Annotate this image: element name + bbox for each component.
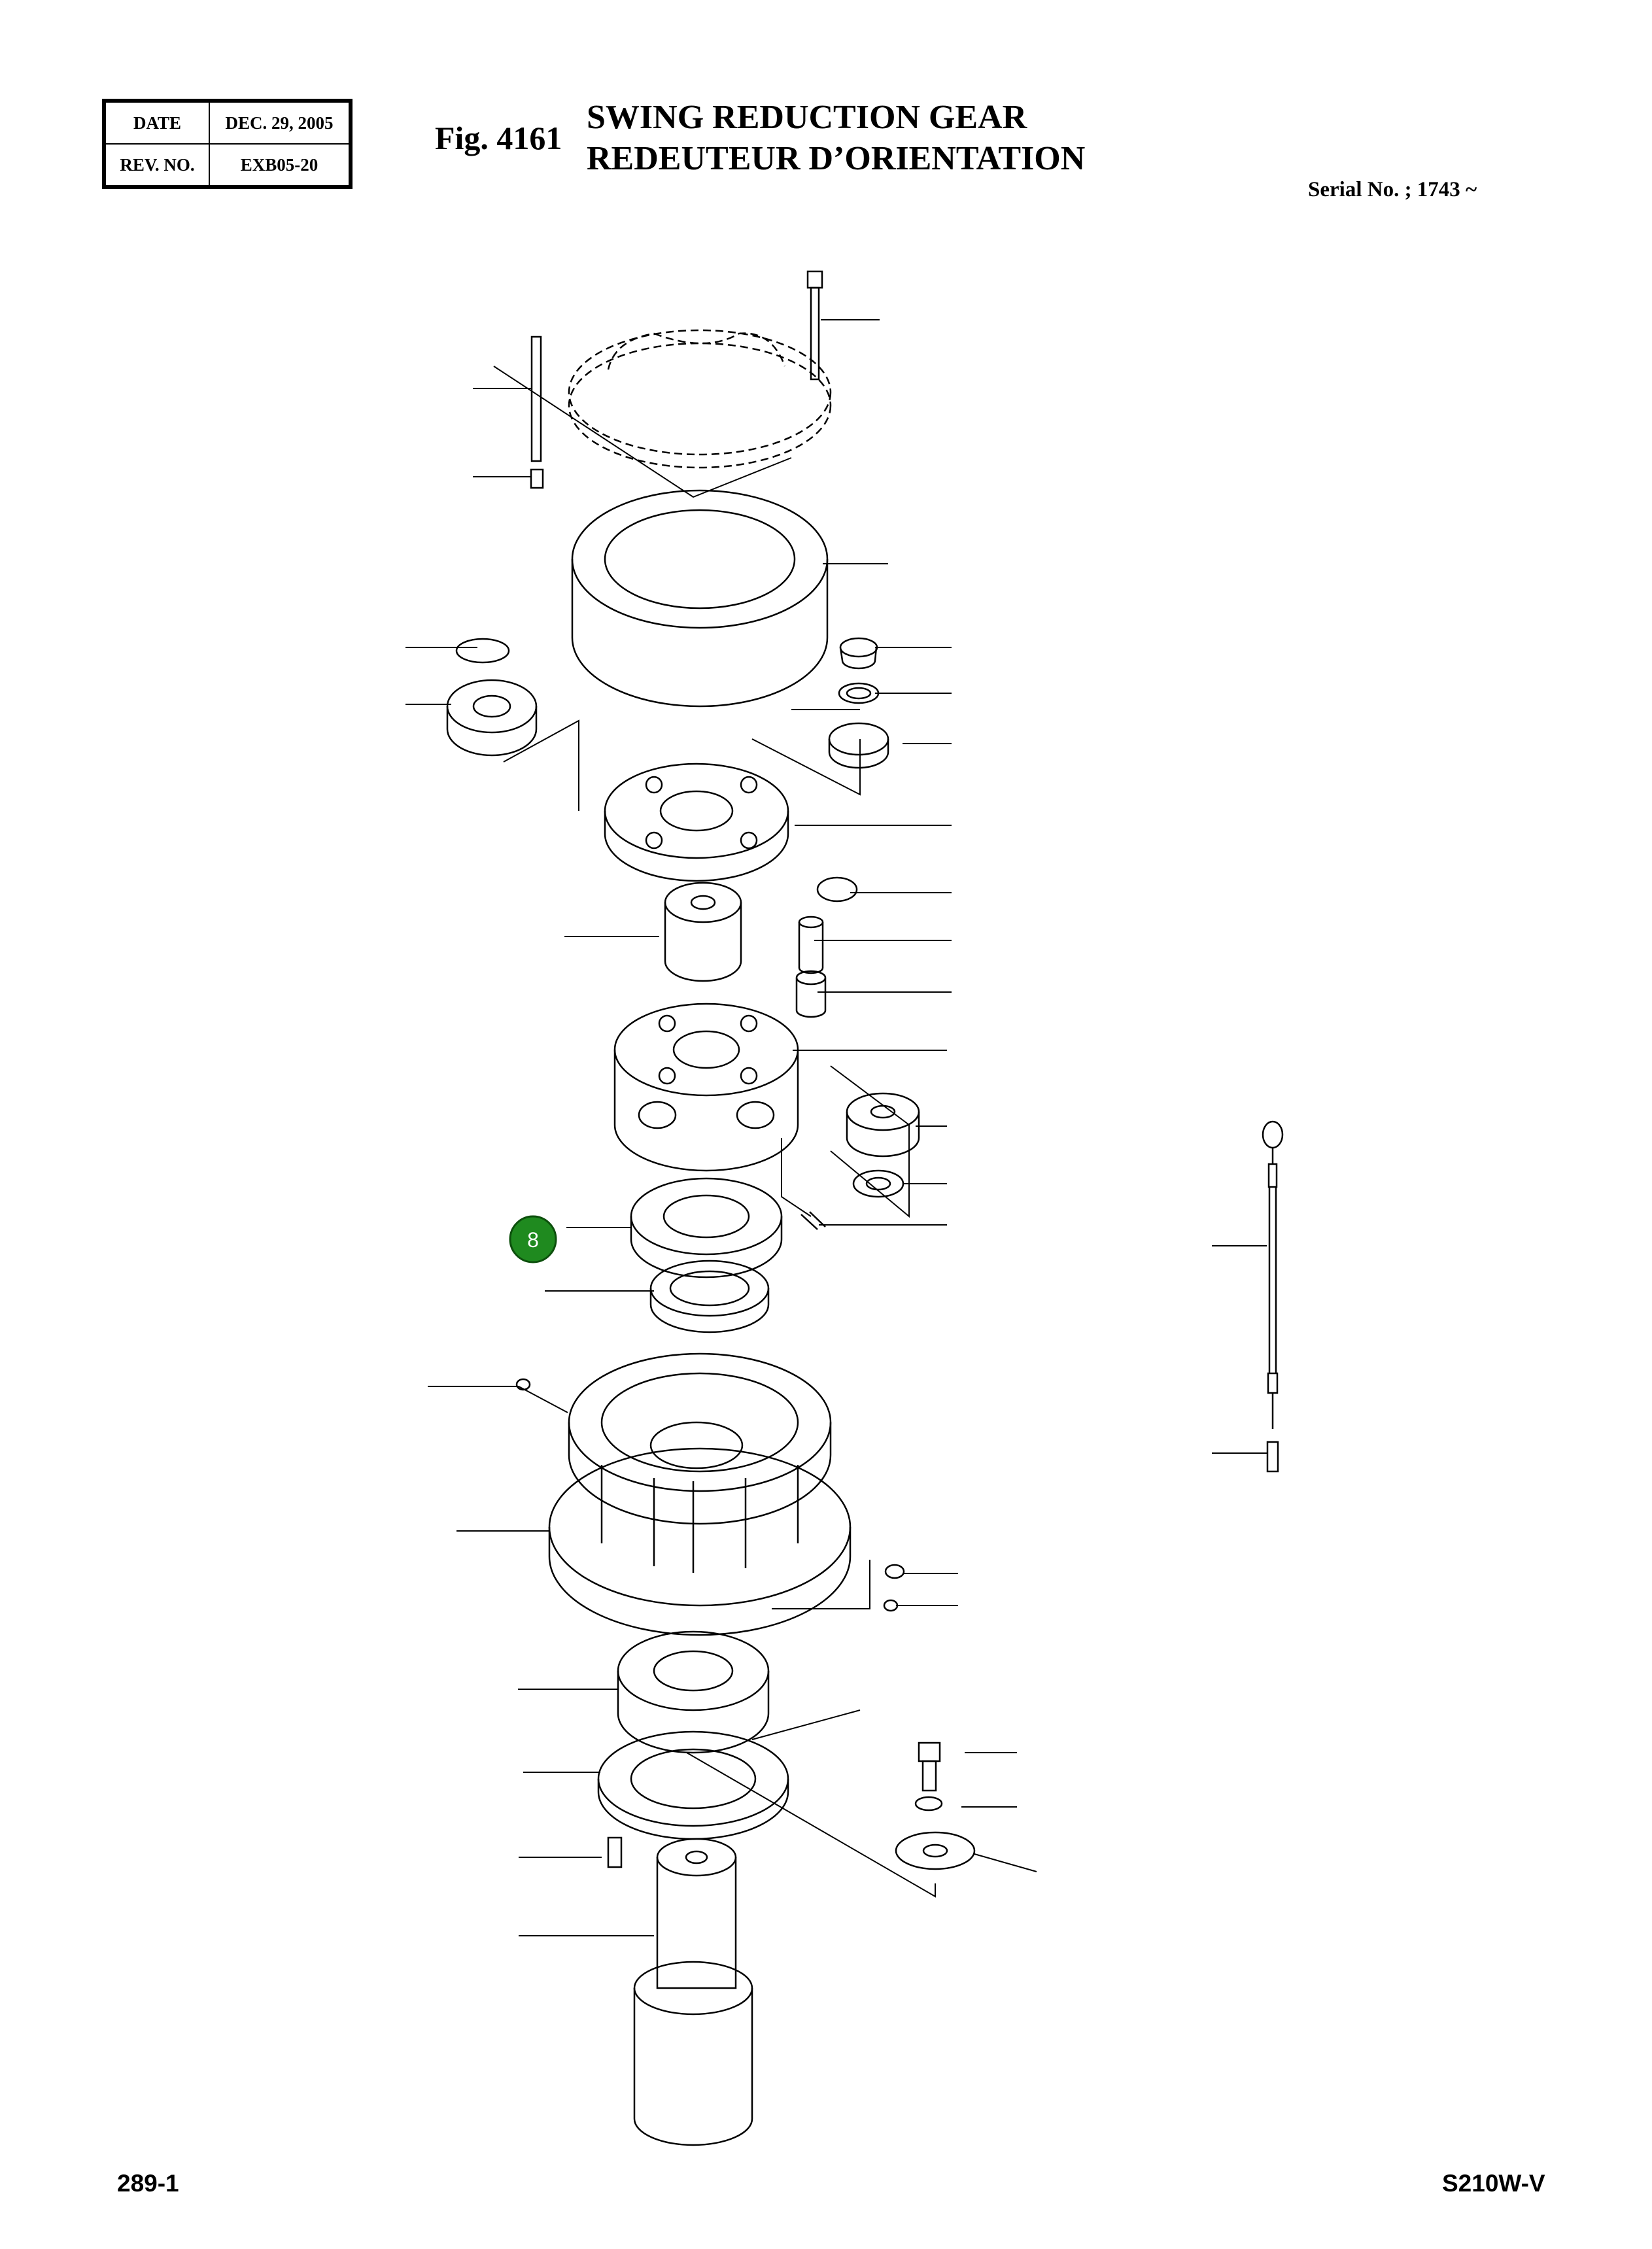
rev-value: EXB05-20 bbox=[209, 143, 350, 186]
cover-plate bbox=[597, 1730, 789, 1840]
housing-plugs bbox=[515, 1378, 905, 1612]
callout-marker[interactable]: 8 bbox=[509, 1215, 557, 1263]
bearing-lower bbox=[617, 1630, 770, 1754]
sun-gear-1 bbox=[664, 882, 742, 982]
date-label: DATE bbox=[105, 101, 210, 145]
serial-number: Serial No. ; 1743 ~ bbox=[1308, 178, 1477, 201]
circlip-pin-bushing bbox=[795, 876, 858, 1018]
figure-number: Fig. 4161 bbox=[435, 120, 562, 156]
title-french: REDEUTEUR D’ORIENTATION bbox=[587, 140, 1086, 177]
date-value: DEC. 29, 2005 bbox=[209, 101, 350, 145]
rev-label: REV. NO. bbox=[105, 143, 210, 186]
motor-flange bbox=[568, 329, 832, 469]
model-name: S210W-V bbox=[1442, 2170, 1545, 2197]
leader-lines bbox=[405, 319, 1267, 1936]
seal bbox=[649, 1260, 770, 1333]
callout-label: 8 bbox=[527, 1228, 539, 1252]
page-number: 289-1 bbox=[117, 2170, 179, 2197]
planet-gear-left bbox=[446, 638, 538, 757]
bearing-upper bbox=[630, 1177, 783, 1279]
top-bolt-and-pins bbox=[530, 270, 823, 489]
revision-info-box: DATE DEC. 29, 2005 REV. NO. EXB05-20 bbox=[102, 99, 353, 189]
bolt-washers bbox=[607, 1742, 976, 1870]
dipstick bbox=[1262, 1120, 1284, 1473]
right-small-parts-1 bbox=[828, 637, 889, 769]
carrier-2 bbox=[613, 1003, 799, 1172]
right-small-parts-2 bbox=[800, 1092, 920, 1230]
carrier-plate-1 bbox=[604, 763, 789, 882]
pinion-shaft bbox=[633, 1838, 753, 2146]
main-housing bbox=[548, 1352, 852, 1636]
ring-gear bbox=[571, 489, 829, 708]
title-english: SWING REDUCTION GEAR bbox=[587, 99, 1027, 136]
